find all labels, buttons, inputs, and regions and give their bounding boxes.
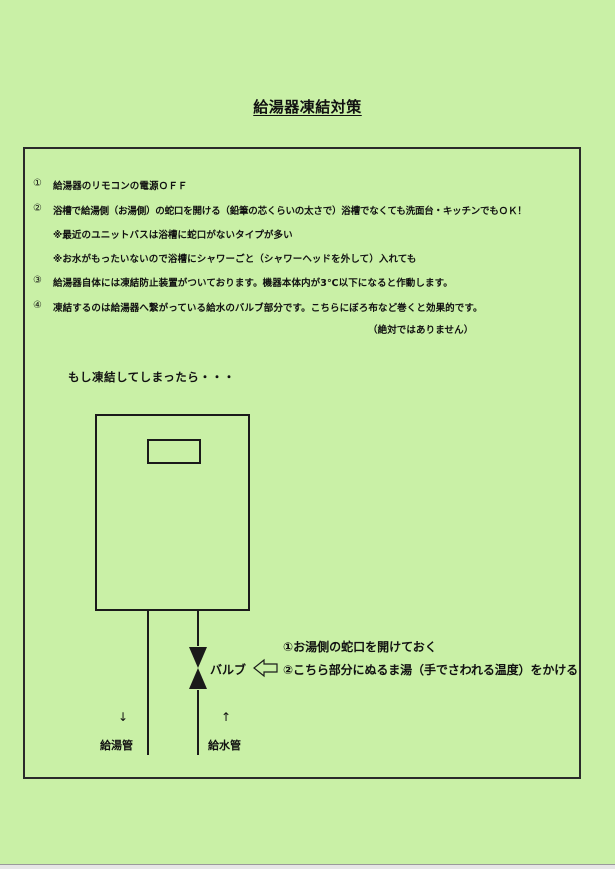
water-heater-body [95, 414, 250, 611]
hot-water-pipe-label: 給湯管 [100, 739, 133, 752]
valve-label: バルブ [210, 663, 247, 677]
item-4-number: ④ [33, 300, 42, 311]
item-2-number: ② [33, 203, 42, 214]
valve-icon [189, 647, 207, 689]
item-2-note-2: ※お水がもったいないので浴槽にシャワーごと（シャワーヘッドを外して）入れても [53, 254, 417, 265]
step-2-text: ②こちら部分にぬるま湯（手でさわれる温度）をかける [283, 663, 579, 677]
content-frame [23, 147, 581, 779]
item-2-text: 浴槽で給湯側（お湯側）の蛇口を開ける（鉛筆の芯くらいの太さで）浴槽でなくても洗面… [53, 206, 527, 217]
arrow-up-icon: ↑ [221, 710, 232, 724]
if-frozen-heading: もし凍結してしまったら・・・ [68, 370, 236, 384]
step-1-text: ①お湯側の蛇口を開けておく [283, 640, 437, 654]
item-2-note-1: ※最近のユニットバスは浴槽に蛇口がないタイプが多い [53, 230, 293, 241]
item-3-text: 給湯器自体には凍結防止装置がついております。機器本体内が3℃以下になると作動しま… [53, 278, 453, 289]
item-4-text: 凍結するのは給湯器へ繋がっている給水のバルブ部分です。こちらにぼろ布など巻くと効… [53, 303, 483, 314]
arrow-down-icon: ↓ [118, 710, 129, 724]
cold-water-pipe-label: 給水管 [208, 739, 241, 752]
item-1-number: ① [33, 178, 42, 189]
water-heater-display [147, 439, 201, 464]
item-1-text: 給湯器のリモコンの電源ＯＦＦ [53, 181, 188, 192]
hollow-arrow-left-icon [253, 658, 278, 678]
disclaimer: （絶対ではありません） [368, 325, 474, 336]
item-3-number: ③ [33, 275, 42, 286]
page-title: 給湯器凍結対策 [253, 98, 362, 116]
page-bottom-edge [0, 864, 615, 869]
